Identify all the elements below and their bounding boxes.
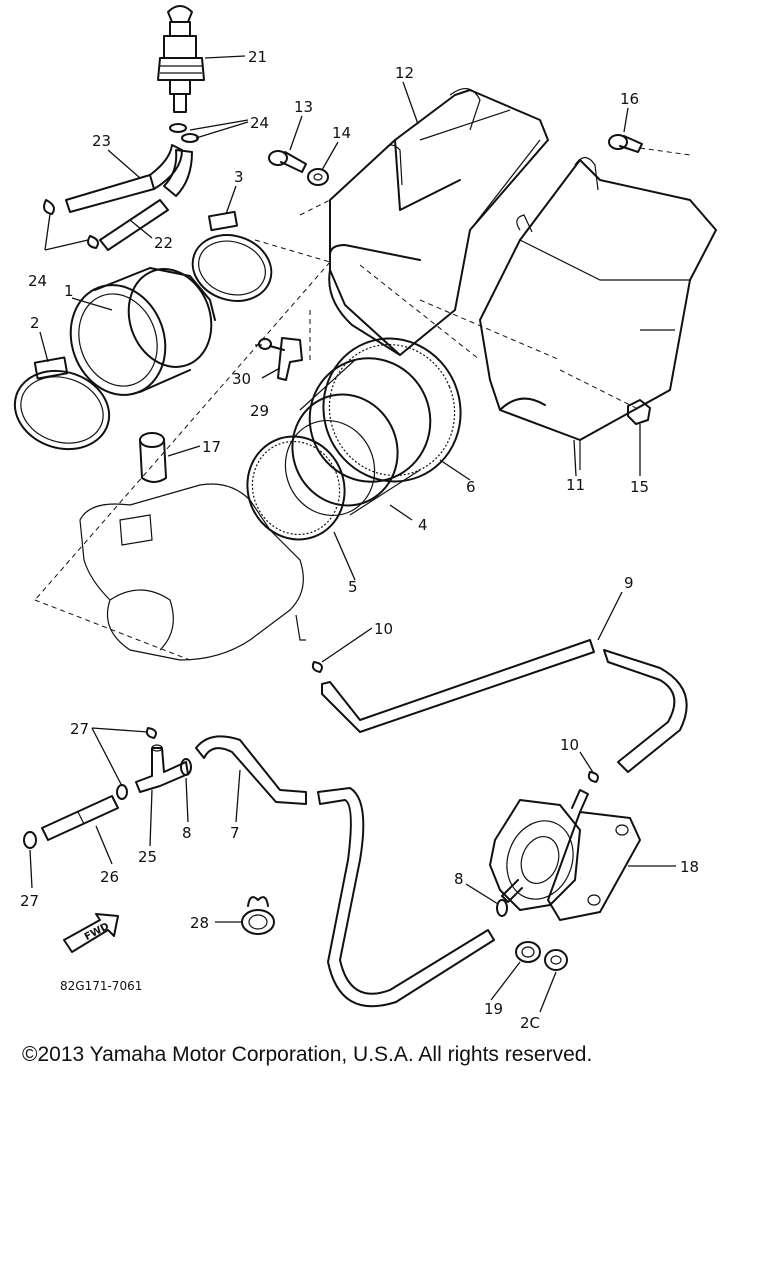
callout-2: 2 bbox=[30, 314, 40, 332]
part-18-pump bbox=[489, 789, 641, 921]
callout-26: 26 bbox=[100, 868, 119, 886]
callout-28: 28 bbox=[190, 914, 209, 932]
parts-diagram-svg: FWD 82G171-7061 bbox=[13, 5, 717, 1032]
fwd-label: FWD bbox=[83, 921, 111, 943]
part-20-washer bbox=[544, 949, 568, 971]
callout-15: 15 bbox=[630, 478, 649, 496]
callout-13: 13 bbox=[294, 98, 313, 116]
parts-diagram: FWD 82G171-7061 bbox=[13, 5, 717, 1032]
callout-16: 16 bbox=[620, 90, 639, 108]
callout-20: 2C bbox=[520, 1014, 540, 1032]
callout-19: 19 bbox=[484, 1000, 503, 1018]
callout-24-top: 24 bbox=[250, 114, 269, 132]
callout-12: 12 bbox=[395, 64, 414, 82]
part-14-washer bbox=[307, 168, 329, 186]
part-22-hose bbox=[99, 149, 193, 251]
part-10-clips bbox=[311, 661, 599, 783]
callout-6: 6 bbox=[466, 478, 476, 496]
part-2-clamp bbox=[13, 356, 111, 451]
engine-outline bbox=[79, 483, 306, 661]
part-29-bracket bbox=[277, 337, 303, 381]
part-8-clips bbox=[180, 758, 508, 917]
callout-14: 14 bbox=[332, 124, 351, 142]
callout-27-bottom: 27 bbox=[20, 892, 39, 910]
callout-7: 7 bbox=[230, 824, 240, 842]
part-13-screw bbox=[268, 150, 307, 173]
part-23-hose bbox=[65, 144, 183, 213]
part-16-bolt bbox=[608, 134, 643, 153]
part-11-case bbox=[479, 156, 717, 470]
callout-10-top: 10 bbox=[374, 620, 393, 638]
part-28-holder bbox=[241, 896, 275, 935]
part-17-cap bbox=[139, 432, 167, 483]
callout-3: 3 bbox=[234, 168, 244, 186]
part-1-joint bbox=[69, 267, 216, 396]
copyright-notice: ©2013 Yamaha Motor Corporation, U.S.A. A… bbox=[22, 1043, 593, 1066]
fwd-arrow-icon: FWD bbox=[63, 913, 119, 953]
callout-17: 17 bbox=[202, 438, 221, 456]
part-7-hose bbox=[195, 735, 495, 1008]
reference-lines bbox=[34, 147, 691, 661]
callout-30: 30 bbox=[232, 370, 251, 388]
callout-27-top: 27 bbox=[70, 720, 89, 738]
part-25-tee bbox=[135, 744, 189, 793]
callout-29: 29 bbox=[250, 402, 269, 420]
drawing-code: 82G171-7061 bbox=[60, 979, 142, 993]
part-6-seal bbox=[322, 337, 462, 483]
callout-22: 22 bbox=[154, 234, 173, 252]
callout-21: 21 bbox=[248, 48, 267, 66]
part-26-hose bbox=[41, 795, 119, 841]
callout-1: 1 bbox=[64, 282, 74, 300]
callout-4: 4 bbox=[418, 516, 428, 534]
callout-5: 5 bbox=[348, 578, 358, 596]
part-24-clamps bbox=[43, 123, 199, 249]
part-19-grommet bbox=[515, 941, 541, 963]
part-9-hose bbox=[321, 639, 688, 773]
part-21-valve bbox=[157, 5, 205, 113]
callout-23: 23 bbox=[92, 132, 111, 150]
callout-9: 9 bbox=[624, 574, 634, 592]
part-4-boot bbox=[284, 357, 432, 517]
part-12-case bbox=[328, 88, 549, 356]
part-5-seal bbox=[246, 435, 346, 541]
callout-8-left: 8 bbox=[182, 824, 192, 842]
callout-8-right: 8 bbox=[454, 870, 464, 888]
callout-10-right: 10 bbox=[560, 736, 579, 754]
callout-24-left: 24 bbox=[28, 272, 47, 290]
callout-labels: 21 24 23 24 22 13 14 12 16 3 1 2 30 29 1… bbox=[20, 48, 699, 1032]
leader-lines bbox=[29, 55, 676, 1013]
callout-18: 18 bbox=[680, 858, 699, 876]
callout-25: 25 bbox=[138, 848, 157, 866]
part-15-nut bbox=[627, 399, 651, 425]
callout-11: 11 bbox=[566, 476, 585, 494]
part-3-clamp bbox=[191, 210, 273, 302]
